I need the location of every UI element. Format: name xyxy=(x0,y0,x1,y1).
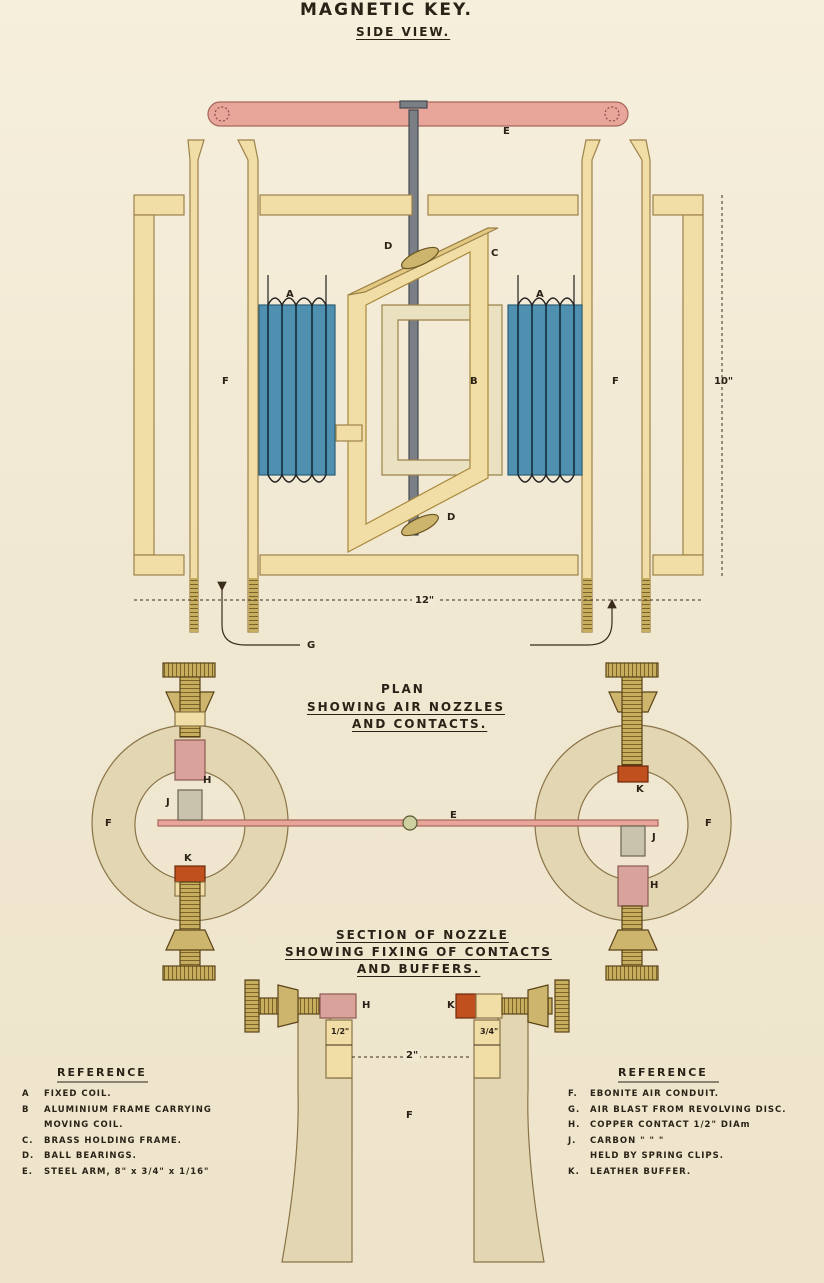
side-view-title: SIDE VIEW. xyxy=(356,25,451,39)
label-k-section: K xyxy=(447,1000,455,1011)
reference-right-list: F.EBONITE AIR CONDUIT. G.AIR BLAST FROM … xyxy=(568,1087,786,1180)
plan-title-line1: PLAN xyxy=(381,682,425,696)
reference-right-item: J.CARBON " " " xyxy=(568,1135,665,1146)
label-h-right: H xyxy=(650,880,659,891)
section-title-line3: AND BUFFERS. xyxy=(357,962,481,976)
reference-right-item: H.COPPER CONTACT 1/2" DIAm xyxy=(568,1120,751,1130)
section-view xyxy=(244,979,570,1263)
label-d-bottom: D xyxy=(447,512,456,523)
section-title-line2: SHOWING FIXING OF CONTACTS xyxy=(285,945,552,959)
dim-contact-k: 3/4" xyxy=(480,1027,499,1036)
label-f-right: F xyxy=(612,376,619,387)
label-f-left: F xyxy=(222,376,229,387)
reference-left-heading: REFERENCE xyxy=(57,1066,147,1079)
label-a-right: A xyxy=(536,289,544,300)
reference-right-item: G.AIR BLAST FROM REVOLVING DISC. xyxy=(568,1104,787,1115)
reference-right-item: K.LEATHER BUFFER. xyxy=(568,1166,692,1177)
label-j-left: J xyxy=(166,797,170,808)
label-h-left: H xyxy=(203,775,212,786)
label-f-plan-left: F xyxy=(105,818,112,829)
fixed-coil-left xyxy=(258,275,336,483)
label-e-side: E xyxy=(503,126,510,137)
section-title-line1: SECTION OF NOZZLE xyxy=(336,928,509,942)
label-k-left: K xyxy=(184,853,192,864)
label-a-left: A xyxy=(286,289,294,300)
dim-gap: 2" xyxy=(404,1050,421,1061)
reference-right-heading: REFERENCE xyxy=(618,1066,708,1079)
reference-left-item: MOVING COIL. xyxy=(44,1120,124,1130)
side-view xyxy=(133,100,723,646)
reference-left-item: E.STEEL ARM, 8" x 3/4" x 1/16" xyxy=(22,1166,210,1177)
reference-left-item: D.BALL BEARINGS. xyxy=(22,1151,137,1161)
drawing-title: MAGNETIC KEY. xyxy=(300,0,473,20)
label-h-section: H xyxy=(362,1000,371,1011)
label-j-right: J xyxy=(652,832,656,843)
plan-view xyxy=(91,662,732,981)
label-c: C xyxy=(491,248,499,259)
reference-left-item: C.BRASS HOLDING FRAME. xyxy=(22,1135,182,1146)
label-g: G xyxy=(307,640,316,651)
label-d-top: D xyxy=(384,241,393,252)
reference-right-item: F.EBONITE AIR CONDUIT. xyxy=(568,1089,720,1099)
dim-height: 10" xyxy=(714,376,734,387)
dim-width: 12" xyxy=(412,595,438,606)
fixed-coil-right xyxy=(507,275,583,483)
dim-contact-h: 1/2" xyxy=(331,1027,350,1036)
plan-title-line3: AND CONTACTS. xyxy=(352,717,488,731)
label-f-section: F xyxy=(406,1110,413,1121)
reference-right-item: HELD BY SPRING CLIPS. xyxy=(590,1151,724,1161)
label-b: B xyxy=(470,376,478,387)
plan-title-line2: SHOWING AIR NOZZLES xyxy=(307,700,505,714)
label-k-right: K xyxy=(636,784,644,795)
label-f-plan-right: F xyxy=(705,818,712,829)
label-e-plan: E xyxy=(450,810,457,821)
